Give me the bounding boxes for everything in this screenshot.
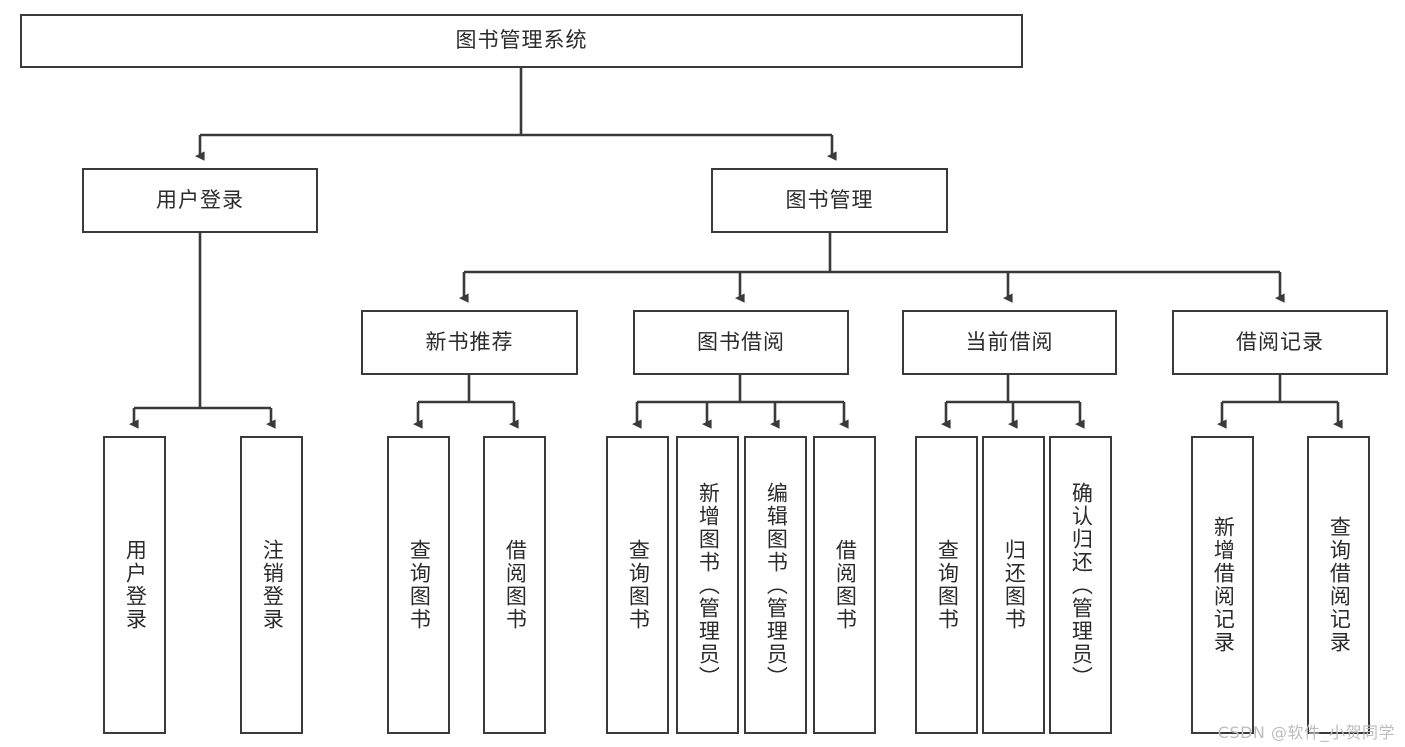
leaf-book-borrow-borrow-book[interactable]: 借阅图书 (813, 436, 876, 734)
leaf-current-borrow-query-book[interactable]: 查询图书 (915, 436, 978, 734)
leaf-new-book-query-book[interactable]: 查询图书 (387, 436, 450, 734)
node-label: 当前借阅 (965, 329, 1054, 354)
node-label: 新增图书（管理员） (696, 481, 721, 689)
leaf-book-borrow-edit-book-admin[interactable]: 编辑图书（管理员） (744, 436, 807, 734)
node-root-book-management-system[interactable]: 图书管理系统 (20, 14, 1023, 68)
leaf-new-book-borrow-book[interactable]: 借阅图书 (483, 436, 546, 734)
leaf-user-login-login[interactable]: 用户登录 (103, 436, 166, 734)
leaf-book-borrow-add-book-admin[interactable]: 新增图书（管理员） (676, 436, 739, 734)
leaf-current-borrow-return-book[interactable]: 归还图书 (982, 436, 1045, 734)
leaf-borrow-record-query-record[interactable]: 查询借阅记录 (1307, 436, 1370, 734)
node-label: 注销登录 (260, 539, 285, 631)
node-label: 借阅记录 (1236, 329, 1324, 354)
leaf-current-borrow-confirm-return-admin[interactable]: 确认归还（管理员） (1049, 436, 1112, 734)
leaf-user-login-logout[interactable]: 注销登录 (240, 436, 303, 734)
leaf-borrow-record-add-record[interactable]: 新增借阅记录 (1191, 436, 1254, 734)
node-new-book-recommend[interactable]: 新书推荐 (361, 310, 578, 375)
node-label: 编辑图书（管理员） (764, 481, 789, 689)
node-label: 确认归还（管理员） (1069, 481, 1094, 689)
node-label: 图书借阅 (697, 329, 785, 354)
node-borrow-record[interactable]: 借阅记录 (1172, 310, 1388, 375)
node-user-login[interactable]: 用户登录 (82, 168, 318, 233)
node-current-borrow[interactable]: 当前借阅 (902, 310, 1117, 375)
node-label: 查询借阅记录 (1327, 516, 1352, 654)
node-label: 借阅图书 (503, 539, 528, 631)
node-label: 查询图书 (407, 539, 432, 631)
node-label: 用户登录 (156, 187, 244, 212)
node-label: 查询图书 (935, 539, 960, 631)
node-label: 图书管理 (785, 187, 874, 212)
node-label: 归还图书 (1002, 539, 1027, 631)
node-book-borrow[interactable]: 图书借阅 (633, 310, 849, 375)
node-label: 图书管理系统 (455, 28, 588, 53)
node-label: 借阅图书 (833, 539, 858, 631)
node-label: 用户登录 (123, 539, 148, 631)
node-book-management[interactable]: 图书管理 (711, 168, 948, 233)
leaf-book-borrow-query-book[interactable]: 查询图书 (606, 436, 669, 734)
node-label: 新增借阅记录 (1211, 516, 1236, 654)
node-label: 查询图书 (626, 539, 651, 631)
csdn-watermark: CSDN @软件_小贺同学 (1217, 723, 1395, 742)
node-label: 新书推荐 (425, 329, 514, 354)
